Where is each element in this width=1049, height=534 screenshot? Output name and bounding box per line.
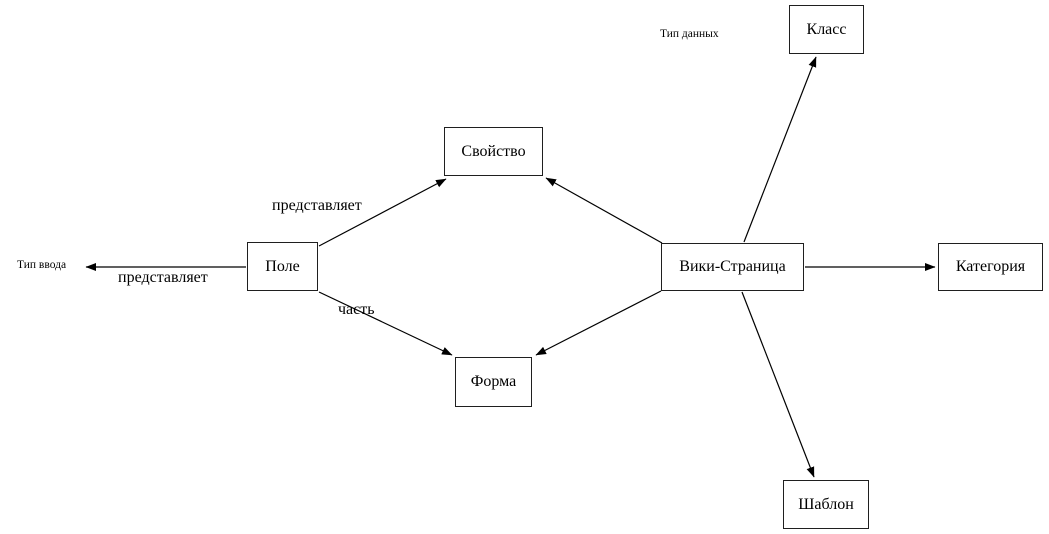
node-category: Категория [938, 243, 1043, 291]
edge-label-part: часть [338, 301, 375, 318]
edge-field-to-property [318, 178, 447, 247]
node-form: Форма [455, 357, 532, 407]
floating-label-input-type: Тип ввода [17, 259, 67, 271]
node-template-label: Шаблон [798, 495, 854, 513]
node-property-label: Свойство [461, 142, 526, 160]
node-wiki-page-label: Вики-Страница [679, 258, 786, 275]
edge-wiki-page-to-template [741, 291, 815, 478]
edge-wiki-page-to-class [743, 56, 817, 243]
floating-label-data-type: Тип данных [660, 28, 719, 40]
node-wiki-page: Вики-Страница [661, 243, 804, 291]
node-class-label: Класс [806, 20, 847, 38]
node-form-label: Форма [470, 373, 517, 390]
node-field: Поле [247, 242, 318, 291]
node-class: Класс [789, 5, 864, 54]
edge-label-represents-lower: представляет [118, 269, 208, 286]
node-property: Свойство [444, 127, 543, 176]
edge-field-to-form [318, 291, 453, 356]
node-category-label: Категория [955, 258, 1026, 275]
edge-label-represents-upper: представляет [272, 197, 362, 214]
edge-wiki-page-to-form [535, 290, 662, 356]
node-field-label: Поле [265, 257, 300, 275]
node-template: Шаблон [783, 480, 869, 529]
edge-wiki-page-to-property [545, 177, 663, 244]
